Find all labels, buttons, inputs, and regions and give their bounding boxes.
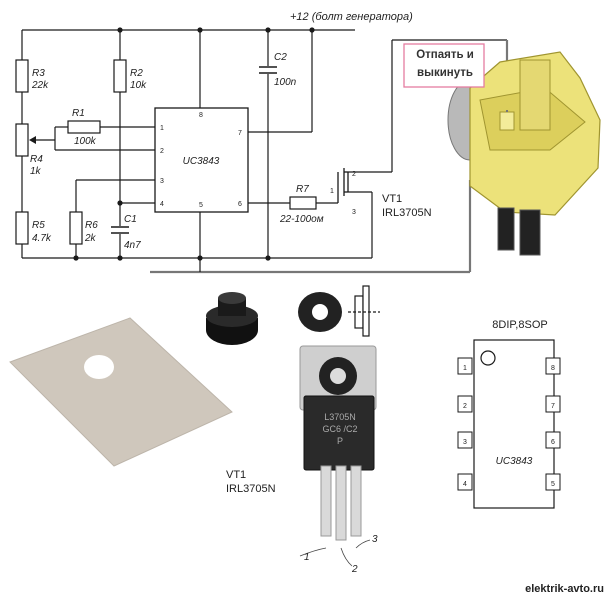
dip-pin-r8: 8 — [551, 365, 555, 372]
dip-pin-l4: 4 — [463, 481, 467, 488]
washer-side-view — [348, 285, 380, 337]
to220-transistor-illustration — [299, 345, 377, 541]
ic-pin-1: 1 — [160, 125, 164, 132]
dip-pin-outlines — [457, 357, 561, 491]
package-title: 8DIP,8SOP — [492, 319, 547, 331]
r4-name: R4 — [30, 154, 43, 165]
r6-resistor — [69, 211, 83, 245]
watermark: elektrik-avto.ru — [525, 583, 604, 595]
dip-pin-l1: 1 — [463, 365, 467, 372]
r2-resistor — [113, 59, 127, 93]
insulating-washer — [298, 292, 342, 332]
r7-resistor — [289, 196, 317, 210]
r4-potentiometer — [15, 123, 29, 157]
vt1-gate-pin: 1 — [330, 188, 334, 195]
vt1-name: VT1 — [382, 193, 402, 205]
photo-pin-1: 1 — [304, 552, 310, 563]
marking-line-2: GC6 /C2 — [322, 424, 357, 434]
r4-wiper-arrow — [29, 136, 36, 144]
photo-pin-2: 2 — [351, 564, 358, 575]
callout-box — [403, 43, 485, 88]
ic-pin-8: 8 — [199, 112, 203, 119]
vt1-drain-pin: 2 — [352, 171, 356, 178]
r6-value: 2k — [84, 233, 97, 244]
c2-capacitor — [258, 66, 278, 74]
pad-hole — [84, 355, 114, 379]
r5-value: 4.7k — [32, 233, 52, 244]
vt1-part: IRL3705N — [382, 207, 432, 219]
marking-line-1: L3705N — [324, 412, 356, 422]
ic-label: UC3843 — [183, 156, 220, 167]
supply-label: +12 (болт генератора) — [290, 11, 413, 23]
ic-pin-5: 5 — [199, 202, 203, 209]
r7-name: R7 — [296, 184, 309, 195]
ic-body — [154, 107, 249, 213]
c1-value: 4n7 — [124, 240, 141, 251]
marking-line-3: P — [337, 436, 343, 446]
pin-leader-lines — [299, 539, 371, 567]
r6-name: R6 — [85, 220, 98, 231]
photo-pin-3: 3 — [372, 534, 378, 545]
ic-pin-4: 4 — [160, 201, 164, 208]
dip-chip-label: UC3843 — [496, 456, 533, 467]
dip-pin-r5: 5 — [551, 481, 555, 488]
photo-vt1-part: IRL3705N — [226, 483, 276, 495]
junction-dots — [73, 27, 315, 261]
r5-resistor — [15, 211, 29, 245]
r7-value: 22-100ом — [279, 214, 324, 225]
dip-pin-l3: 3 — [463, 439, 467, 446]
r2-name: R2 — [130, 68, 143, 79]
dip-pin-r7: 7 — [551, 403, 555, 410]
r3-resistor — [15, 59, 29, 93]
c2-name: C2 — [274, 52, 287, 63]
ic-pin-3: 3 — [160, 178, 164, 185]
r5-name: R5 — [32, 220, 45, 231]
r4-value: 1k — [30, 166, 42, 177]
dip-pin-l2: 2 — [463, 403, 467, 410]
photo-vt1-name: VT1 — [226, 469, 246, 481]
vt1-source-pin: 3 — [352, 209, 356, 216]
voltage-regulator-illustration — [447, 51, 601, 256]
c1-capacitor — [110, 226, 130, 234]
c2-value: 100n — [274, 77, 297, 88]
r1-name: R1 — [72, 108, 85, 119]
r1-resistor — [67, 120, 101, 134]
r2-value: 10k — [130, 80, 147, 91]
pin1-dot — [480, 350, 496, 366]
dip-body — [473, 339, 555, 509]
callout-text: Отпаять и выкинуть — [416, 49, 474, 79]
c1-name: C1 — [124, 214, 137, 225]
ic-pin-6: 6 — [238, 201, 242, 208]
insulating-pad — [9, 317, 233, 467]
dip-pin-r6: 6 — [551, 439, 555, 446]
ic-pin-2: 2 — [160, 148, 164, 155]
r3-value: 22k — [31, 80, 49, 91]
r3-name: R3 — [32, 68, 45, 79]
mosfet-symbol — [337, 168, 349, 203]
r1-value: 100k — [74, 136, 97, 147]
ic-pin-7: 7 — [238, 130, 242, 137]
rubber-bushing — [206, 292, 258, 345]
